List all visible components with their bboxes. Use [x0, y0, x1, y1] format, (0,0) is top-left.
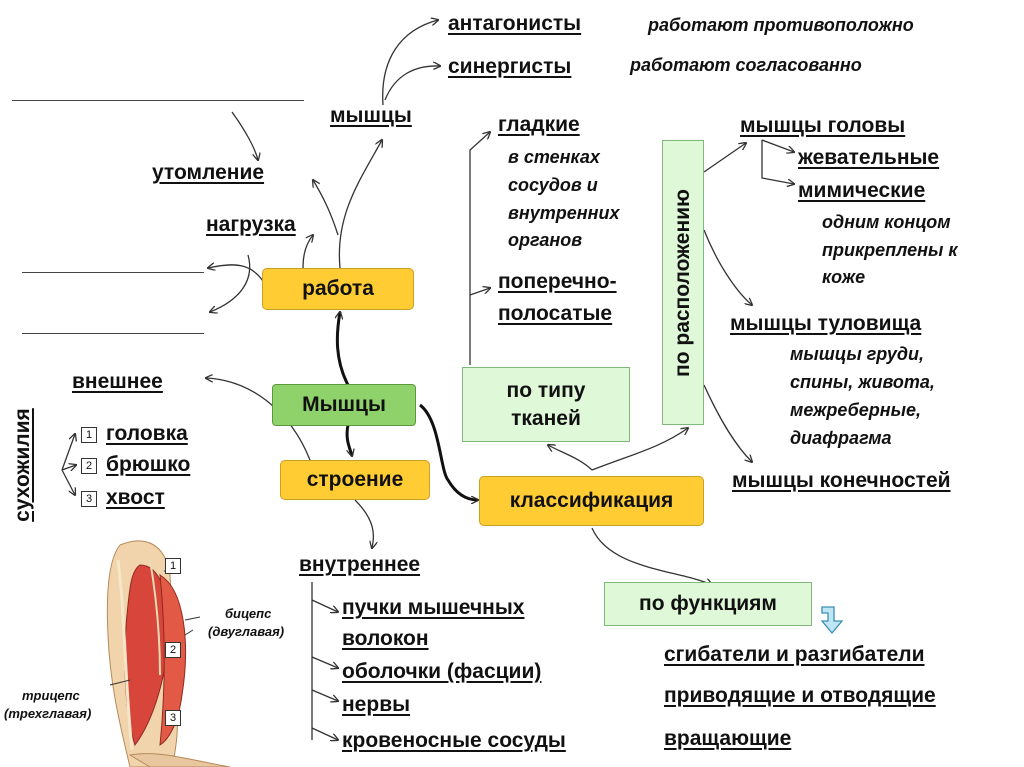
limb-muscles-label: мышцы конечностей	[732, 469, 951, 492]
biceps-label: бицепс	[225, 606, 272, 621]
triceps-label: трицепс	[22, 688, 80, 703]
triceps-label: (трехглавая)	[4, 706, 92, 721]
striated-label: полосатые	[498, 302, 613, 325]
by-tissue-box: по типу тканей	[462, 367, 630, 442]
chewing-label: жевательные	[798, 146, 940, 169]
by-location-box: по расположению	[662, 140, 704, 425]
illustration-mark: 1	[165, 558, 181, 574]
blank-line	[22, 272, 204, 273]
arm-muscles-illustration	[106, 540, 231, 767]
illustration-mark: 2	[165, 642, 181, 658]
classification-box: классификация	[479, 476, 704, 526]
central-muscles-box: Мышцы	[272, 384, 416, 426]
blank-line	[22, 333, 204, 334]
part-number: 3	[81, 491, 97, 507]
function-item: вращающие	[664, 727, 792, 750]
mimic-note: прикреплены к	[822, 240, 958, 260]
synergists-note: работают согласованно	[630, 55, 862, 75]
smooth-label: гладкие	[498, 113, 580, 136]
internal-label: внутреннее	[299, 553, 421, 576]
smooth-note: внутренних	[508, 203, 620, 223]
by-tissue-label: тканей	[511, 406, 581, 430]
trunk-note: мышцы груди,	[790, 344, 924, 364]
load-label: нагрузка	[206, 213, 296, 236]
structure-box: строение	[280, 460, 430, 500]
internal-item: оболочки (фасции)	[342, 660, 542, 683]
mimic-label: мимические	[798, 179, 926, 202]
part-head-label: головка	[106, 422, 188, 445]
head-muscles-label: мышцы головы	[740, 114, 906, 137]
part-tail-label: хвост	[106, 486, 165, 509]
by-function-box: по функциям	[604, 582, 812, 626]
muscles-label: мышцы	[330, 104, 412, 127]
by-tissue-label: по типу	[506, 378, 586, 402]
internal-item: нервы	[342, 693, 411, 716]
illustration-mark: 3	[165, 710, 181, 726]
trunk-note: спины, живота,	[790, 372, 935, 392]
trunk-note: диафрагма	[790, 428, 892, 448]
smooth-note: сосудов и	[508, 175, 598, 195]
part-belly-label: брюшко	[106, 453, 191, 476]
part-number: 1	[81, 427, 97, 443]
external-label: внешнее	[72, 370, 163, 393]
tendons-label: сухожилия	[11, 408, 34, 522]
down-arrow-icon	[820, 606, 844, 635]
trunk-note: межреберные,	[790, 400, 921, 420]
function-item: приводящие и отводящие	[664, 684, 936, 707]
striated-label: поперечно-	[498, 270, 617, 293]
by-location-label: по расположению	[671, 188, 694, 377]
part-number: 2	[81, 458, 97, 474]
synergists-label: синергисты	[448, 55, 572, 78]
biceps-label: (двуглавая)	[208, 624, 285, 639]
function-item: сгибатели и разгибатели	[664, 643, 925, 666]
antagonists-label: антагонисты	[448, 12, 582, 35]
smooth-note: органов	[508, 230, 583, 250]
blank-line	[12, 100, 304, 101]
antagonists-note: работают противоположно	[648, 15, 914, 35]
fatigue-label: утомление	[152, 161, 265, 184]
internal-item: кровеносные сосуды	[342, 729, 566, 752]
internal-item: волокон	[342, 627, 429, 650]
work-box: работа	[262, 268, 414, 310]
trunk-muscles-label: мышцы туловища	[730, 312, 922, 335]
mimic-note: коже	[822, 267, 866, 287]
smooth-note: в стенках	[508, 147, 600, 167]
internal-item: пучки мышечных	[342, 596, 525, 619]
mimic-note: одним концом	[822, 212, 951, 232]
